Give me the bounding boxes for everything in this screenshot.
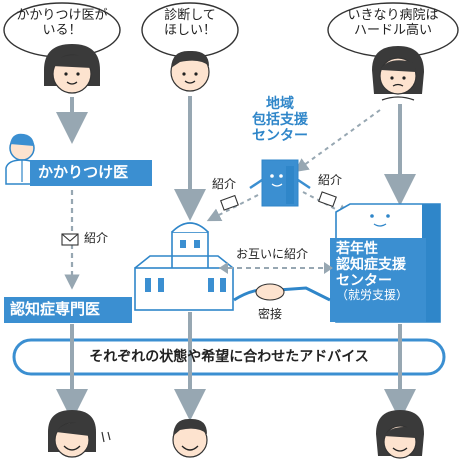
envelope-icon <box>220 194 239 211</box>
envelope-icon <box>318 191 337 208</box>
bubble-middle-line2: ほしい！ <box>163 22 216 38</box>
gp-label: かかりつけ医 <box>38 163 129 181</box>
handshake-icon <box>233 283 331 302</box>
bubble-right-text: いきなり病院は ハードル高い <box>338 8 448 39</box>
bubble-left-text: かかりつけ医が いる！ <box>14 8 110 39</box>
bubble-middle-text: 診断して ほしい！ <box>150 8 230 39</box>
comprehensive-line3: センター <box>252 128 308 145</box>
referral-center-right-label: 紹介 <box>318 173 343 187</box>
referral-center-left-label: 紹介 <box>212 177 237 191</box>
person-icon <box>48 410 111 458</box>
bubble-middle-line1: 診断して <box>164 8 216 23</box>
advice-banner-text: それぞれの状態や希望に合わせたアドバイス <box>89 349 369 365</box>
young-center-label-box <box>330 238 426 322</box>
young-center-label: 若年性 認知症支援 センター （就労支援） <box>336 241 408 303</box>
person-icon <box>44 44 100 94</box>
close-cooperation-label: 密接 <box>258 307 283 321</box>
building-icon <box>249 159 311 207</box>
young-center-line2: 認知症支援 <box>336 257 406 274</box>
person-icon <box>172 418 208 458</box>
person-icon <box>170 50 210 92</box>
specialist-label-box <box>4 297 132 323</box>
specialist-label: 認知症専門医 <box>10 300 101 318</box>
gp-label-box <box>30 160 152 186</box>
bubble-left-line2: いる！ <box>42 22 82 38</box>
mutual-referral-label: お互いに紹介 <box>236 247 309 261</box>
comprehensive-center-label: 地域 包括支援 センター <box>240 96 320 144</box>
comprehensive-line2: 包括支援 <box>252 112 308 129</box>
envelope-icon <box>61 233 79 246</box>
advice-banner-box <box>12 338 446 376</box>
referral-left-label: 紹介 <box>84 231 109 245</box>
bubble-right-line1: いきなり病院は <box>347 8 439 23</box>
bubble-left-line1: かかりつけ医が <box>16 8 108 23</box>
young-center-line1: 若年性 <box>336 241 378 257</box>
person-icon <box>372 46 424 101</box>
young-center-line4: （就労支援） <box>336 288 409 303</box>
bubble-right-line2: ハードル高い <box>353 22 432 38</box>
hospital-icon <box>134 222 234 311</box>
young-center-line3: センター <box>336 273 392 290</box>
comprehensive-line1: 地域 <box>266 96 294 112</box>
person-icon <box>376 410 424 459</box>
